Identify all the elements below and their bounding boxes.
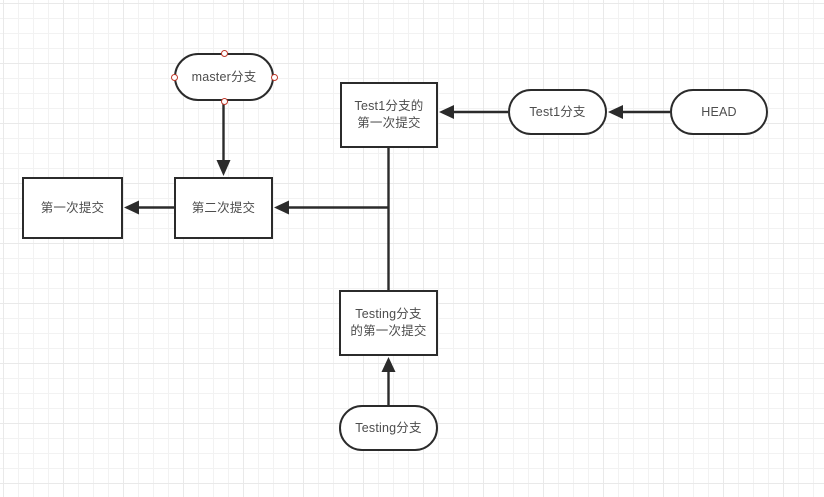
node-label: Testing分支 — [355, 420, 422, 435]
edge-test1-branch-to-commit[interactable] — [439, 105, 508, 119]
anchor-bottom[interactable] — [220, 97, 228, 105]
anchor-left[interactable] — [170, 73, 178, 81]
node-commit-second[interactable]: 第二次提交 — [174, 177, 273, 239]
node-label: Test1分支 — [529, 104, 586, 119]
node-label: 第二次提交 — [191, 200, 256, 215]
node-label: HEAD — [701, 104, 737, 119]
node-testing-branch[interactable]: Testing分支 — [339, 405, 438, 451]
node-label: Testing分支 的第一次提交 — [350, 307, 427, 338]
anchor-top[interactable] — [220, 49, 228, 57]
edge-head-to-test1-branch[interactable] — [608, 105, 670, 119]
node-commit-first[interactable]: 第一次提交 — [22, 177, 123, 239]
node-test1-first-commit[interactable]: Test1分支的 第一次提交 — [340, 82, 438, 148]
edge-testing-branch-to-commit[interactable] — [381, 357, 396, 405]
edge-second-to-first-commit[interactable] — [124, 200, 174, 215]
anchor-right[interactable] — [270, 73, 278, 81]
node-head[interactable]: HEAD — [670, 89, 768, 135]
node-label: master分支 — [191, 69, 257, 84]
node-master-branch[interactable]: master分支 — [174, 53, 274, 101]
node-testing-first-commit[interactable]: Testing分支 的第一次提交 — [339, 290, 438, 356]
edge-trunk-to-second-commit[interactable] — [274, 200, 389, 215]
edge-master-to-second-commit[interactable] — [216, 101, 231, 176]
node-test1-branch[interactable]: Test1分支 — [508, 89, 607, 135]
node-label: 第一次提交 — [40, 200, 105, 215]
node-label: Test1分支的 第一次提交 — [354, 99, 424, 130]
